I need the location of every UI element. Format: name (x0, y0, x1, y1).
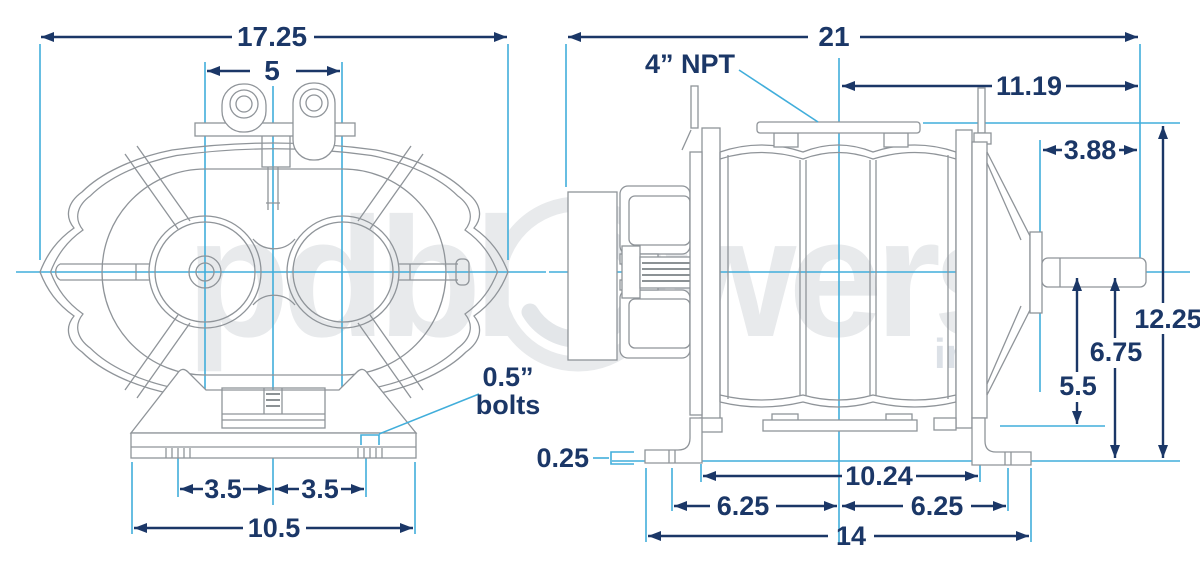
dim-shaft-extension-text: 3.88 (1064, 135, 1117, 165)
dim-bolt-offset-right: 3.5 (275, 474, 364, 504)
dim-bolt-spacing-right: 6.25 (842, 491, 1006, 521)
dim-overall-width: 17.25 (41, 21, 507, 52)
left-flange (701, 127, 721, 429)
dim-bolt-offset-right-text: 3.5 (301, 474, 339, 504)
dim-foot-inner-span-text: 10.24 (845, 461, 913, 491)
dim-centerline-height: 6.75 (1090, 278, 1143, 458)
front-view-lugs (194, 82, 356, 161)
dim-overall-length-text: 21 (818, 21, 849, 52)
dim-centerline-height-text: 6.75 (1090, 337, 1143, 367)
bolt-callout-word: bolts (476, 390, 541, 420)
front-view-base (129, 368, 418, 459)
foot-left (644, 417, 703, 464)
lifting-lug-right (292, 82, 336, 161)
watermark-text-start: pdbl (186, 183, 513, 373)
dim-foot-thickness-text: 0.25 (536, 443, 589, 473)
front-view-housing (39, 134, 509, 402)
dim-base-width-text: 10.5 (248, 513, 301, 543)
dim-foot-inner-span: 10.24 (703, 461, 978, 491)
dim-shaft-extension: 3.88 (1043, 135, 1137, 165)
dim-overall-width-text: 17.25 (237, 21, 307, 52)
lifting-lug-left (221, 83, 267, 133)
dim-port-spacing-text: 5 (264, 55, 280, 86)
drive-shaft (1041, 257, 1147, 288)
pedestal-saddle (129, 368, 418, 434)
dim-bolt-offset-left-text: 3.5 (204, 474, 242, 504)
dim-overall-height-text: 12.25 (1134, 304, 1200, 334)
dim-center-to-shaft-end-text: 11.19 (996, 71, 1062, 101)
dim-base-width: 10.5 (134, 513, 413, 543)
dim-body-bottom-height: 5.5 (1059, 278, 1097, 424)
pipe-stub-left (690, 85, 699, 129)
dim-bolt-spacing-left: 6.25 (674, 491, 837, 521)
dim-port-spacing: 5 (207, 55, 340, 86)
dim-overall-height: 12.25 (1134, 126, 1200, 458)
side-view-machine (567, 85, 1147, 466)
npt-callout: 4” NPT (645, 49, 819, 123)
inlet-box (567, 191, 618, 361)
dim-foot-overall-span-text: 14 (836, 521, 866, 551)
pipe-stub-right (977, 87, 986, 134)
dim-bolt-spacing-right-text: 6.25 (911, 491, 964, 521)
right-flange (955, 129, 973, 429)
base-plate (130, 432, 417, 459)
side-view: 21 11.19 3.88 12.25 6.75 5.5 0.25 (536, 21, 1200, 551)
dim-bolt-spacing-left-text: 6.25 (717, 491, 770, 521)
bolt-callout-size: 0.5” (482, 362, 533, 392)
dim-bolt-offset-left: 3.5 (180, 474, 271, 504)
npt-port (756, 121, 921, 148)
front-view: 17.25 5 3.5 3.5 10.5 0.5” bolts (16, 21, 546, 543)
dim-body-bottom-height-text: 5.5 (1059, 371, 1097, 401)
dim-foot-thickness: 0.25 (536, 443, 634, 473)
blower-body (719, 144, 957, 408)
bolt-callout: 0.5” bolts (360, 362, 541, 445)
dim-overall-length: 21 (568, 21, 1138, 52)
dim-center-to-shaft-end: 11.19 (842, 71, 1138, 101)
dim-foot-overall-span: 14 (648, 521, 1029, 551)
foot-right (971, 417, 1032, 466)
npt-callout-text: 4” NPT (645, 49, 736, 79)
